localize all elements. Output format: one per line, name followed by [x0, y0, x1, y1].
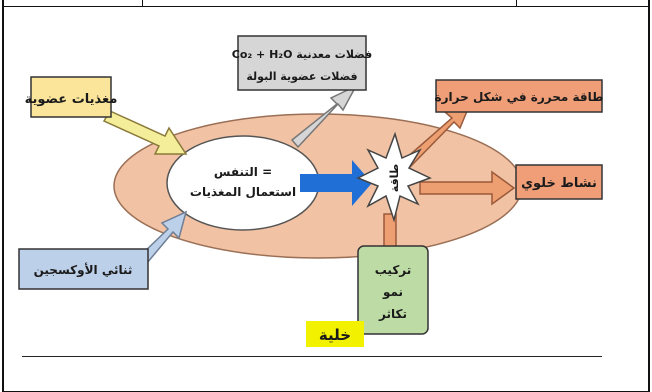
arrow-oxygen-in: [138, 210, 188, 265]
bottom-rule: [22, 356, 602, 357]
oxygen-box: [18, 248, 149, 290]
synthesis-label-line3: تكاثر: [378, 307, 407, 321]
waste-label-line1: Co₂ + H₂O فضلات معدنية: [232, 48, 372, 61]
arrow-blue-energy: [300, 160, 372, 206]
respiration-label-line1: التنفس =: [214, 165, 272, 179]
waste-box: [237, 35, 367, 91]
oxygen-label: ثنائي الأوكسجين: [34, 262, 133, 278]
arrow-nutrients-in: [102, 110, 188, 155]
respiration-label-line2: استعمال المغذيات: [190, 185, 296, 199]
cell-label: خلية: [319, 326, 351, 344]
arrow-heat-out: [402, 102, 472, 169]
synthesis-box: [357, 245, 429, 335]
energy-label: طاقة: [388, 164, 401, 192]
top-border: [4, 6, 648, 7]
heat-box: [435, 79, 603, 113]
arrow-waste-out: [290, 84, 358, 149]
cell-label-highlight: [306, 321, 364, 347]
respiration-oval: [166, 135, 320, 231]
heat-energy-label: طاقة محررة في شكل حرارة: [435, 90, 604, 104]
synthesis-label-line1: تركيب: [375, 263, 412, 277]
table-tick-left: [142, 0, 143, 6]
nutrients-box: [30, 76, 112, 118]
synthesis-label-line2: نمو: [382, 285, 403, 300]
table-tick-right: [516, 0, 517, 6]
organic-nutrients-label: مغذيات عضوية: [25, 92, 118, 107]
activity-box: [515, 164, 603, 200]
energy-starburst: [356, 131, 432, 223]
arrow-activity-out: [419, 170, 516, 206]
cell-activity-label: نشاط خلوي: [521, 176, 597, 191]
waste-label-line2: فضلات عضوية البولة: [246, 70, 357, 83]
